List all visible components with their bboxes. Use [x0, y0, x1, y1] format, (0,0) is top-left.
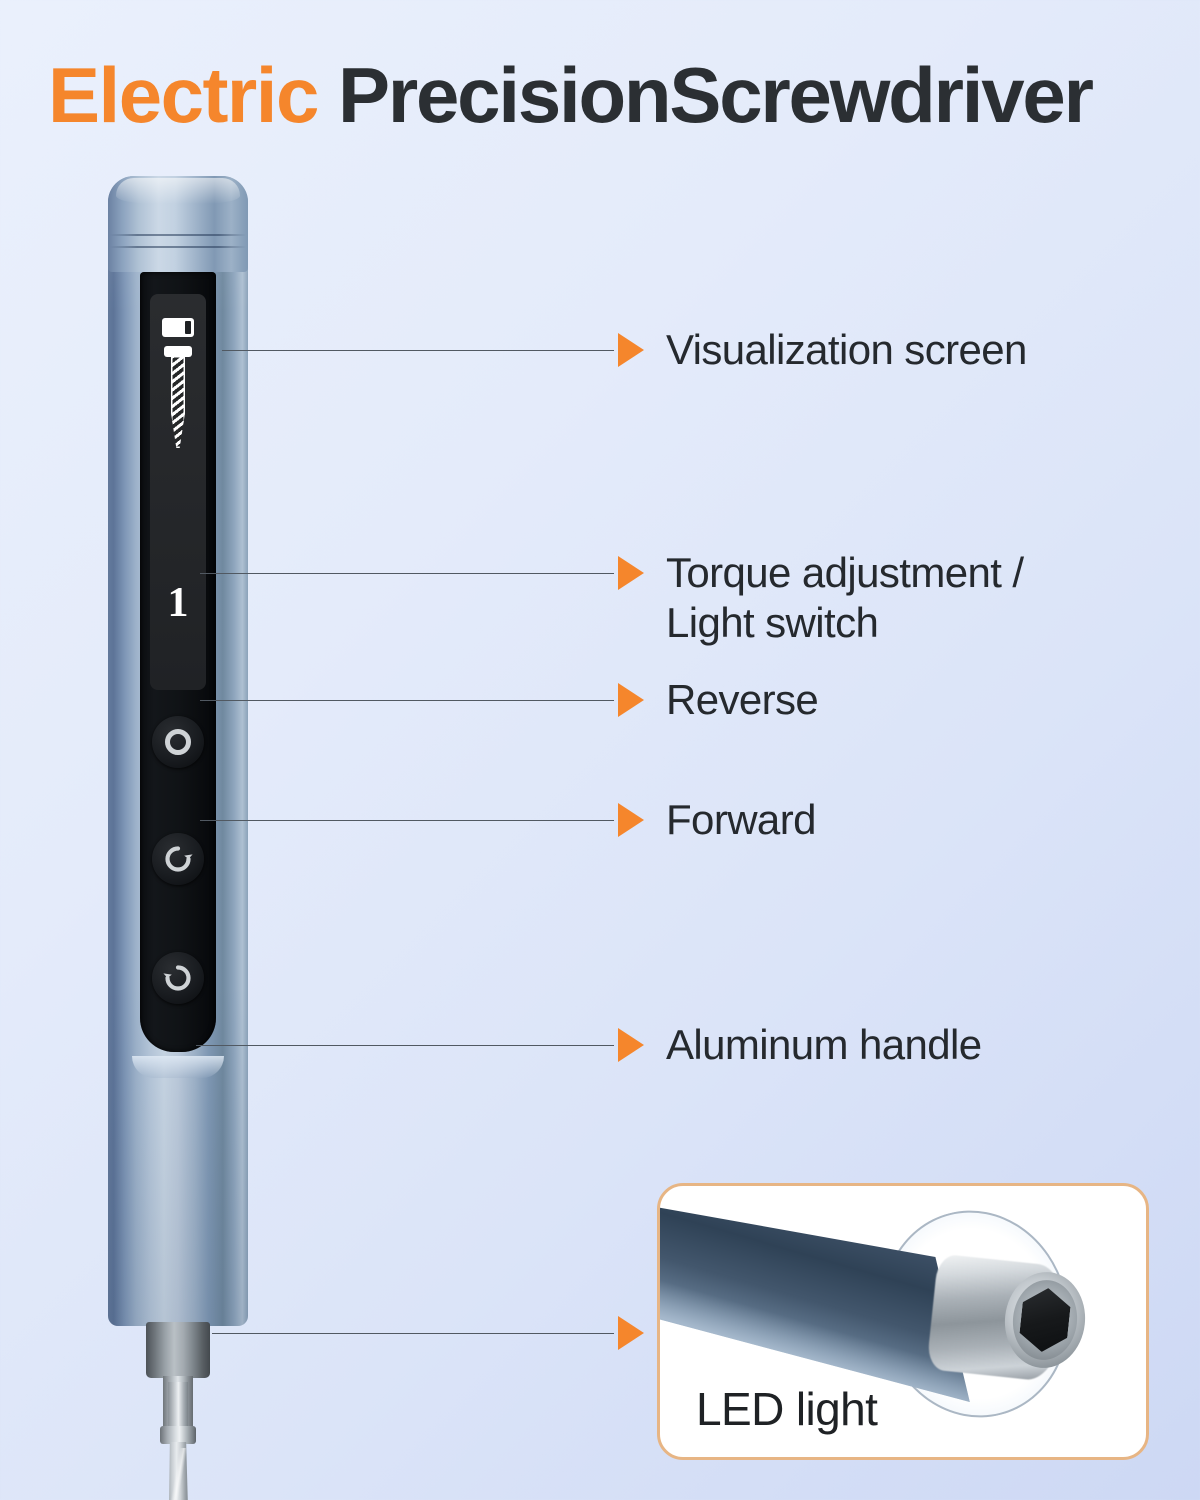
leader-line-led-light [212, 1333, 614, 1334]
bullet-triangle-icon [618, 1316, 644, 1350]
title-accent-word: Electric [48, 51, 319, 139]
rotate-clockwise-icon [163, 844, 193, 874]
page-title: Electric PrecisionScrewdriver [48, 52, 1168, 138]
top-cap [108, 176, 248, 272]
torque-level-value: 1 [167, 580, 189, 626]
leader-line-aluminum-handle [196, 1045, 614, 1046]
rotate-counterclockwise-icon [163, 963, 193, 993]
callout-label-forward: Forward [666, 796, 816, 843]
bullet-triangle-icon [618, 803, 644, 837]
bit-retaining-ring [160, 1426, 196, 1444]
chuck-collar [146, 1322, 210, 1378]
leader-line-forward [200, 820, 614, 821]
bit-shaft-inner [168, 1382, 188, 1434]
screw-head [164, 346, 192, 357]
leader-line-visualization-screen [222, 350, 614, 351]
torque-light-button[interactable] [152, 716, 204, 768]
leader-line-torque-light-switch [200, 573, 614, 574]
leader-line-reverse [200, 700, 614, 701]
bullet-triangle-icon [618, 1028, 644, 1062]
screw-icon [164, 346, 192, 448]
forward-button[interactable] [152, 952, 204, 1004]
cap-groove-upper [110, 234, 246, 236]
led-light-label: LED light [696, 1383, 878, 1435]
callout-visualization-screen: Visualization screen [618, 325, 1027, 375]
callout-forward: Forward [618, 795, 816, 845]
callout-aluminum-handle: Aluminum handle [618, 1020, 982, 1070]
bullet-triangle-icon [618, 683, 644, 717]
reverse-button[interactable] [152, 833, 204, 885]
callout-reverse: Reverse [618, 675, 819, 725]
callout-led-light [618, 1308, 644, 1350]
callout-label-torque-light-switch: Torque adjustment / Light switch [666, 549, 1024, 646]
faceplate-seam [132, 1056, 224, 1078]
battery-icon [162, 318, 194, 337]
screw-thread [171, 356, 185, 448]
title-main-word: PrecisionScrewdriver [338, 51, 1094, 139]
led-tip-photo [660, 1186, 1146, 1457]
screw-outline [171, 356, 185, 448]
bullet-triangle-icon [618, 333, 644, 367]
screwdriver-device-image: 1 [108, 176, 248, 1500]
callout-label-visualization-screen: Visualization screen [666, 326, 1027, 373]
led-light-inset-card: LED light [657, 1183, 1149, 1460]
callout-label-reverse: Reverse [666, 676, 819, 723]
bullet-triangle-icon [618, 556, 644, 590]
callout-label-aluminum-handle: Aluminum handle [666, 1021, 982, 1068]
callout-torque-light-switch: Torque adjustment / Light switch [618, 548, 1024, 648]
cap-highlight [116, 178, 240, 204]
flathead-bit-highlight [168, 1448, 189, 1500]
circle-icon [163, 727, 193, 757]
visualization-screen: 1 [150, 294, 206, 690]
cap-groove-lower [110, 246, 246, 248]
